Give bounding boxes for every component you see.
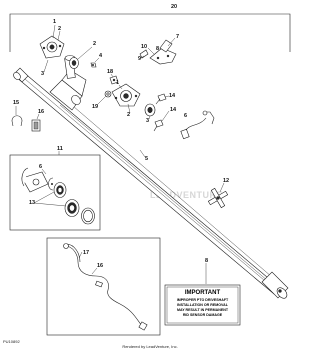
callout-9: 9 xyxy=(138,56,141,62)
bolt-14-a xyxy=(155,93,167,105)
assembly-bracket xyxy=(9,13,291,52)
sensor-bracket xyxy=(149,39,177,65)
wiring-harness xyxy=(63,243,148,331)
yoke-11 xyxy=(21,167,49,193)
callout-17: 17 xyxy=(83,250,89,256)
cross-journal-12 xyxy=(207,187,229,209)
callout-20: 20 xyxy=(171,4,177,10)
warning-line-2: INSTALLATION OR REMOVAL xyxy=(177,303,229,307)
callout-4: 4 xyxy=(99,53,103,59)
bearing-ring-11 xyxy=(64,199,80,217)
seal-ring-middle xyxy=(144,103,156,117)
callout-2: 2 xyxy=(58,26,61,32)
callout-7: 7 xyxy=(176,34,179,40)
right-end-yoke xyxy=(261,271,289,299)
callout-1-b: 1 xyxy=(116,80,119,86)
warning-line-4: RID SENSOR DAMAGE xyxy=(183,313,223,317)
left-yoke xyxy=(13,67,29,83)
detail-box-harness xyxy=(46,237,161,336)
callout-18: 18 xyxy=(107,69,113,75)
callout-8: 8 xyxy=(156,46,159,52)
callout-6: 6 xyxy=(184,113,187,119)
callout-3: 3 xyxy=(41,71,44,77)
detail-box-11 xyxy=(9,154,101,231)
rendered-by: Rendered by LeadVenture, Inc. xyxy=(122,344,177,349)
outer-race-11 xyxy=(81,207,95,225)
callout-11: 11 xyxy=(57,146,63,152)
bolt-bracket xyxy=(139,49,149,59)
callout-8-label: 8 xyxy=(205,258,208,264)
clip-15 xyxy=(11,115,23,127)
callout-2-c: 2 xyxy=(127,112,130,118)
warning-line-1: IMPROPER PTO DRIVESHAFT xyxy=(177,298,229,302)
washer-19 xyxy=(104,90,112,98)
warning-decal xyxy=(164,284,241,326)
callout-6-b: 6 xyxy=(39,164,42,170)
figure-id: PU10892 xyxy=(3,339,20,344)
watermark-text: LEADVENTURE xyxy=(150,190,223,200)
bolt-upper xyxy=(90,62,97,68)
nut-18 xyxy=(109,75,119,85)
seal-ring-upper xyxy=(69,57,79,69)
callout-16: 16 xyxy=(38,109,44,115)
callout-14-b: 14 xyxy=(170,107,177,113)
callout-16-b: 16 xyxy=(97,263,103,269)
callout-5: 5 xyxy=(145,156,148,162)
callout-15: 15 xyxy=(13,100,19,106)
callout-12: 12 xyxy=(223,178,229,184)
callout-3-b: 3 xyxy=(146,118,149,124)
callout-19: 19 xyxy=(92,104,98,110)
speed-sensor xyxy=(180,110,215,140)
callout-10: 10 xyxy=(141,44,147,50)
callout-14: 14 xyxy=(169,93,176,99)
callout-1: 1 xyxy=(53,19,56,25)
seal-ring-11 xyxy=(53,182,67,198)
bolt-14-b xyxy=(153,119,164,132)
warning-title: IMPORTANT xyxy=(185,290,221,296)
callout-13: 13 xyxy=(29,200,35,206)
parts-diagram: LEADVENTURE 20 xyxy=(3,4,291,349)
bushing-16 xyxy=(31,119,41,132)
warning-line-3: MAY RESULT IN PERMANENT xyxy=(177,308,229,312)
circlip-11 xyxy=(48,177,54,191)
bearing-flange-upper xyxy=(39,35,65,59)
callout-2-b: 2 xyxy=(93,41,96,47)
bearing-flange-middle xyxy=(111,83,141,107)
